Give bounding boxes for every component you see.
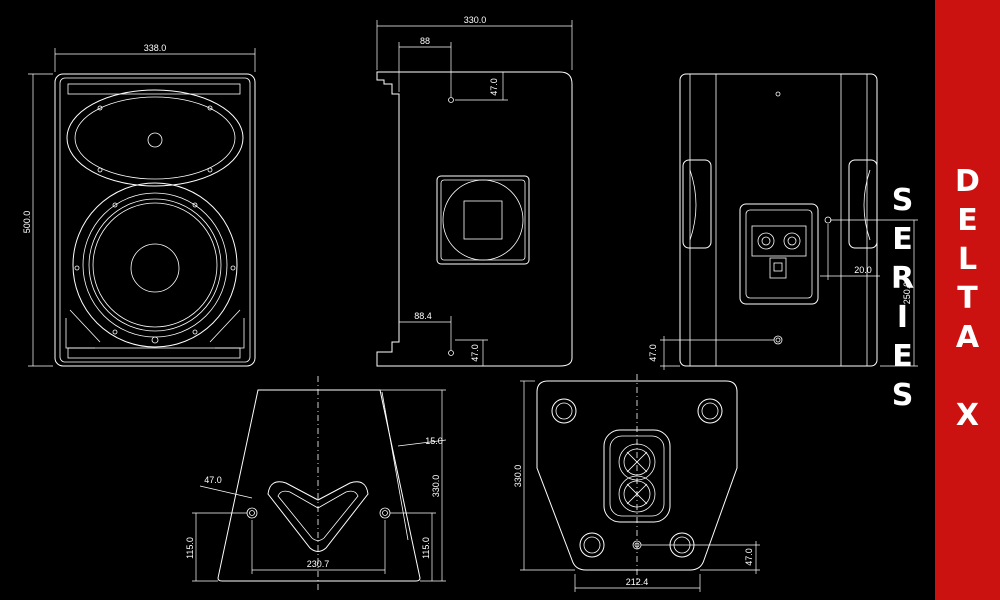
dim-top-left-height: 115.0	[185, 537, 195, 559]
dim-side-depth: 330.0	[464, 15, 487, 25]
dim-front-width: 338.0	[144, 43, 167, 53]
dim-top-point-spacing: 230.7	[307, 559, 330, 569]
side-view	[376, 20, 573, 367]
dim-top-right-height: 115.0	[421, 537, 431, 559]
dim-rear-jack-offset: 20.0	[854, 265, 872, 275]
dim-side-bottom-offset: 88.4	[414, 311, 432, 321]
dim-top-angle: 47.0	[204, 475, 222, 485]
top-view	[192, 376, 447, 590]
bottom-view	[520, 374, 760, 592]
dim-side-top-drop: 47.0	[489, 78, 499, 96]
dim-side-bottom-drop: 47.0	[470, 344, 480, 362]
rear-view	[660, 73, 918, 370]
dim-top-inset: 15.0	[425, 436, 443, 446]
series-title: DELTA X SERIES	[885, 163, 985, 437]
cad-drawing: 338.0 500.0 330.0 88 47.0 88.4 47.0	[22, 15, 918, 592]
dim-rear-jack-height: 250.0	[902, 282, 912, 305]
dim-top-depth: 330.0	[431, 475, 441, 498]
dim-front-height: 500.0	[22, 211, 32, 234]
dim-bottom-point-spacing: 212.4	[626, 577, 649, 587]
dim-side-top-offset: 88	[420, 36, 430, 46]
dim-bottom-depth: 330.0	[513, 465, 523, 488]
front-view	[28, 48, 256, 367]
dim-rear-bottom-drop: 47.0	[648, 344, 658, 362]
dim-bottom-drop: 47.0	[744, 548, 754, 566]
series-banner: DELTA X SERIES	[885, 0, 1000, 600]
